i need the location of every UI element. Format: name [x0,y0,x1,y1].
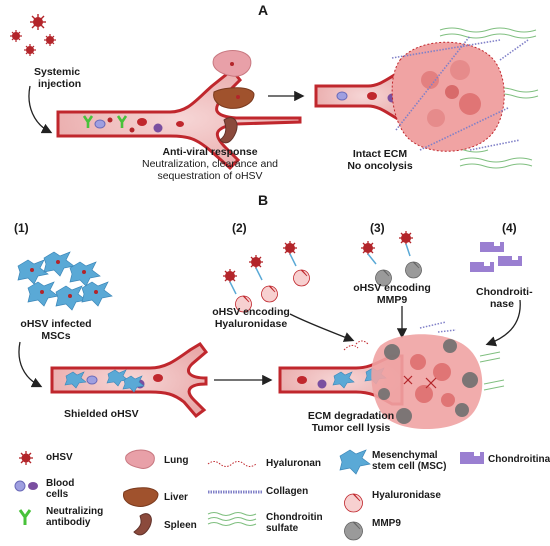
step-3-number: (3) [370,221,385,235]
legend-msc-label-line2: stem cell (MSC) [372,461,447,472]
antiviral-title: Anti-viral response [162,146,258,158]
legend-msc-label-line1: Mesenchymal [372,450,438,461]
chondroitinase-group [470,242,522,272]
step-1-arrow [18,341,43,388]
legend-hyaluronan-label: Hyaluronan [266,458,322,469]
legend-chondroitin-label-line1: Chondroitin [266,512,323,523]
intact-ecm-label: Intact ECM [352,148,408,160]
blood-vessel-b-left [50,342,209,419]
step-2-caption-line1: oHSV encoding [212,306,290,318]
panel-b-label: B [258,192,269,208]
legend-white-cell-icon [14,480,26,492]
spleen-organ [219,117,238,144]
legend-red-cell-icon [28,482,38,490]
step-4-arrow [485,299,521,347]
step-1-caption-line1: oHSV infected [20,318,92,330]
legend-blood-label-line2: cells [46,489,69,500]
legend-chondroitin-label-line2: sulfate [266,523,299,534]
lung-organ [212,50,252,77]
msc-cluster [17,251,113,311]
no-oncolysis-label: No oncolysis [347,160,413,172]
shielded-ohsv-label: Shielded oHSV [64,408,139,420]
legend-ohsv-icon [19,451,33,465]
ecm-degradation-label: ECM degradation [307,410,395,422]
injection-label-line2: injection [38,78,82,90]
step-1-number: (1) [14,221,29,235]
legend-spleen-icon [133,513,152,536]
mmp9-virus-group [361,231,422,287]
legend-antibody-label-line2: antibodiy [46,517,91,528]
legend-hyaluronan-icon [207,461,257,467]
panel-a-label: A [258,2,269,18]
antiviral-body-line2: sequestration of oHSV [157,170,263,182]
step-4-caption-line2: nase [490,298,514,310]
degraded-tumor [343,321,505,430]
legend-icons [14,449,484,541]
liver-organ [213,87,255,109]
step-4-number: (4) [502,221,517,235]
step-2-caption-line2: Hyaluronidase [214,318,288,330]
step-3-caption-line2: MMP9 [376,294,408,306]
hyaluronidase-virus-group [223,241,310,313]
step-4-caption-line1: Chondroiti- [476,286,533,298]
legend-blood-label-line1: Blood [46,478,75,489]
step-2-number: (2) [232,221,247,235]
legend-lung-label: Lung [164,455,189,466]
legend-lung-icon [125,449,155,469]
legend-ohsv-label: oHSV [46,452,73,463]
legend-chondroitinase-icon [460,452,484,464]
step-3-caption-line1: oHSV encoding [353,282,431,294]
injection-arrow [28,85,53,134]
legend-hyaluronidase-label: Hyaluronidase [372,490,441,501]
legend-spleen-label: Spleen [164,520,197,531]
legend-mmp9-label: MMP9 [372,518,401,529]
legend-liver-icon [123,487,159,507]
step-2-arrow [289,313,355,342]
legend-liver-label: Liver [164,492,188,503]
antiviral-body-line1: Neutralization, clearance and [142,158,278,170]
legend-chondroitin-icon [207,512,257,526]
legend-mmp9-icon [344,521,363,541]
tumor-lysis-label: Tumor cell lysis [311,422,391,434]
injection-label-line1: Systemic [34,66,81,78]
injected-virus-cluster [10,14,56,56]
legend-msc-icon [339,449,371,475]
legend-chondroitinase-label: Chondroitinase [488,454,550,465]
intact-tumor [391,27,539,169]
legend-antibody-label-line1: Neutralizing [46,506,104,517]
legend-collagen-label: Collagen [266,486,309,497]
step-1-caption-line2: MSCs [41,330,71,342]
blood-vessel-a [56,67,302,171]
legend-hyaluronidase-icon [344,493,363,513]
legend-antibody-icon [18,509,32,525]
